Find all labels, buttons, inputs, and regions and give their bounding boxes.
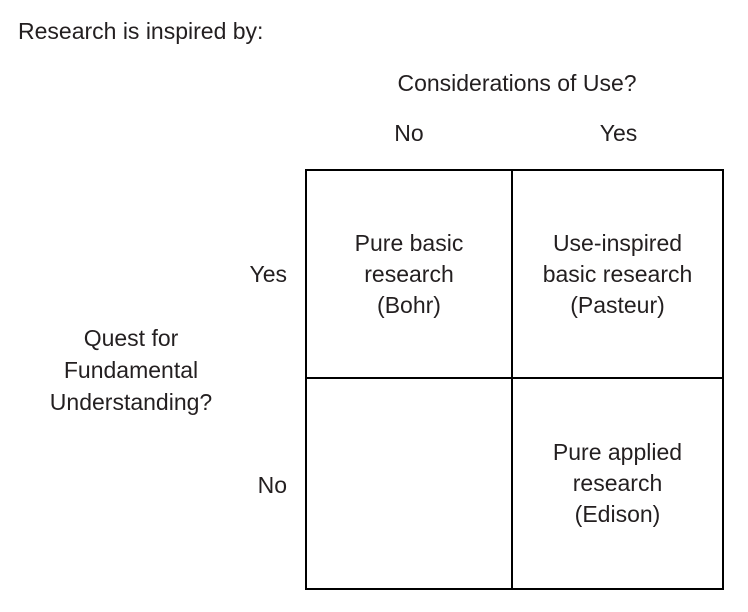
figure-headline: Research is inspired by: — [18, 18, 264, 44]
quadrant-cell-empty — [307, 379, 513, 588]
quadrant-cell-pure-basic-research: Pure basic research (Bohr) — [307, 171, 513, 379]
quadrant-matrix: Pure basic research (Bohr) Use-inspired … — [305, 169, 724, 590]
quadrant-cell-label: Use-inspired basic research (Pasteur) — [542, 229, 693, 318]
row-header-no: No — [257, 472, 287, 498]
column-header-no: No — [394, 120, 424, 146]
column-axis-title: Considerations of Use? — [397, 70, 637, 96]
column-header-yes: Yes — [599, 120, 638, 146]
quadrant-cell-use-inspired-basic-research: Use-inspired basic research (Pasteur) — [513, 171, 722, 379]
quadrant-cell-label: Pure applied research (Edison) — [552, 439, 683, 527]
quadrant-cell-label: Pure basic research (Bohr) — [354, 229, 464, 318]
row-axis-title: Quest for Fundamental Understanding? — [49, 325, 213, 415]
row-header-yes: Yes — [249, 261, 287, 287]
quadrant-cell-pure-applied-research: Pure applied research (Edison) — [513, 379, 722, 588]
